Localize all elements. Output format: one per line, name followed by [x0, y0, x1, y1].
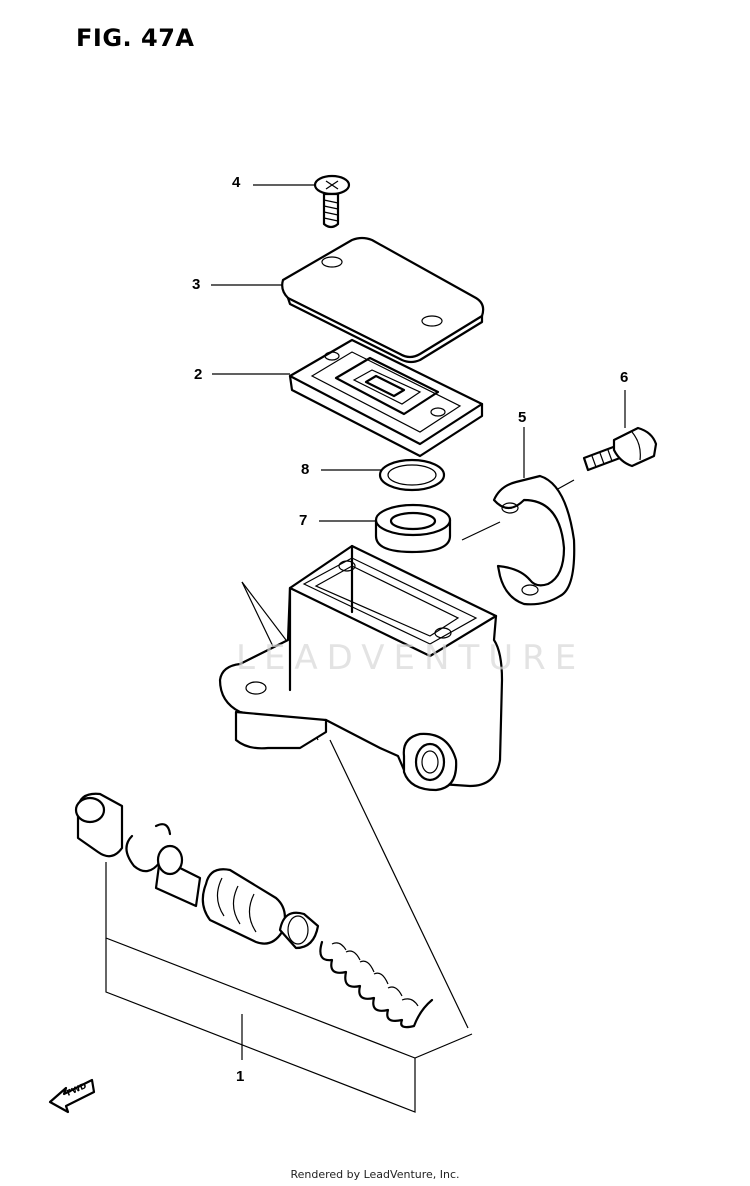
- callout-4[interactable]: 4: [232, 174, 241, 191]
- callout-6[interactable]: 6: [620, 369, 629, 386]
- render-credit: Rendered by LeadVenture, Inc.: [290, 1168, 460, 1181]
- callout-1[interactable]: 1: [236, 1068, 245, 1085]
- part-6-bolt[interactable]: [582, 390, 658, 472]
- figure-title: FIG. 47A: [76, 24, 195, 52]
- part-7-grommet[interactable]: [319, 503, 452, 554]
- callout-7[interactable]: 7: [299, 512, 308, 529]
- callout-3[interactable]: 3: [192, 276, 201, 293]
- part-4-screw[interactable]: [253, 174, 351, 229]
- callout-8[interactable]: 8: [301, 461, 310, 478]
- callout-5[interactable]: 5: [518, 409, 527, 426]
- fwd-direction-arrow: FWD: [48, 1078, 96, 1114]
- watermark: LEADVENTURE: [236, 638, 586, 678]
- master-cylinder-body[interactable]: [218, 544, 504, 792]
- part-1-piston-kit[interactable]: [74, 792, 473, 1113]
- part-8-o-ring[interactable]: [321, 458, 446, 492]
- part-3-reservoir-cap[interactable]: [211, 236, 485, 364]
- leader-line-body-kit: [329, 739, 469, 1029]
- part-5-holder-clamp[interactable]: [461, 427, 576, 606]
- part-2-diaphragm-plate[interactable]: [212, 338, 484, 458]
- callout-2[interactable]: 2: [194, 366, 203, 383]
